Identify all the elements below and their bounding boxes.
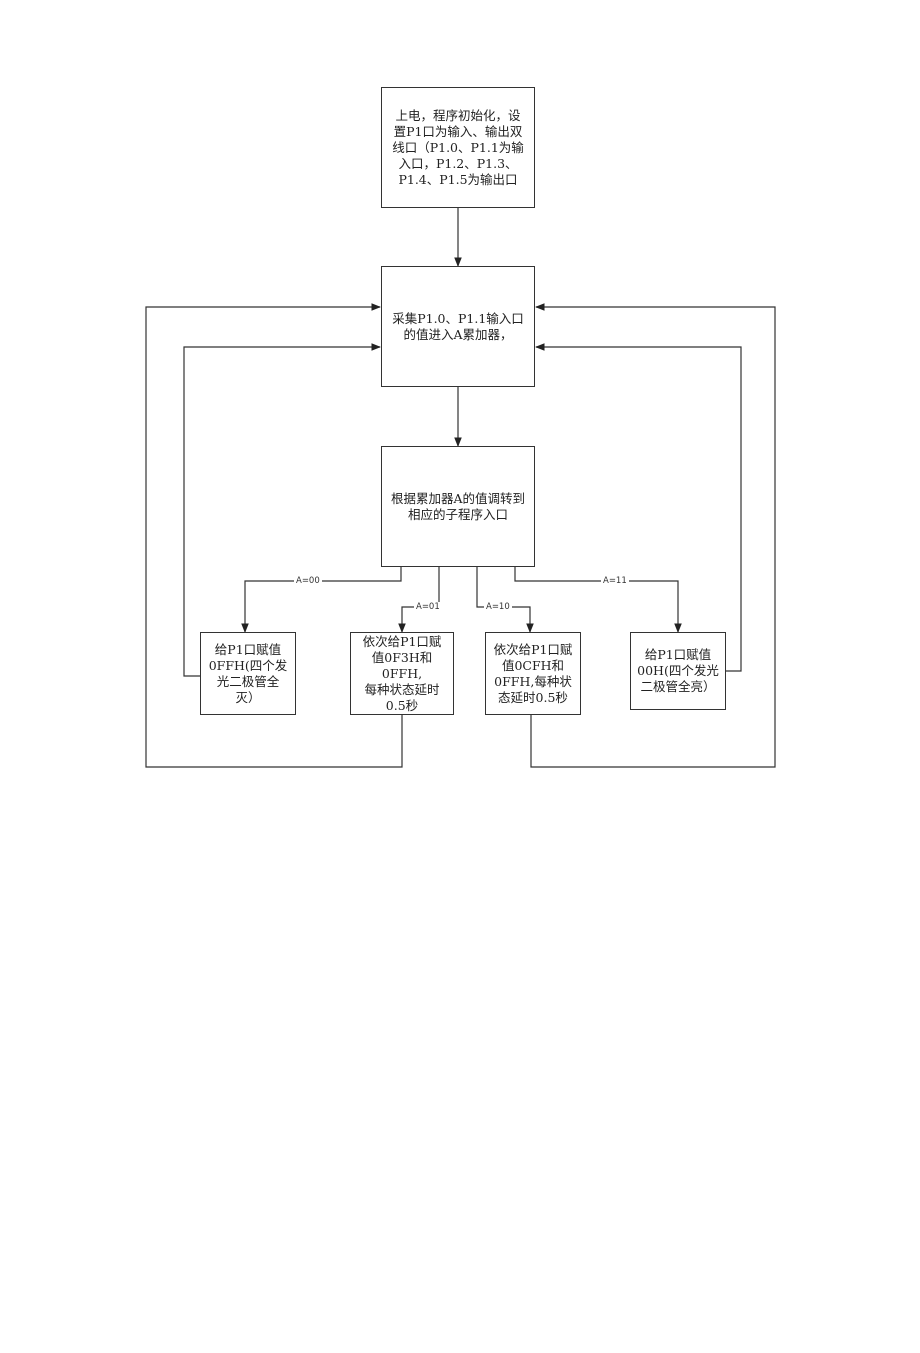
edge-label-a01: A=01 bbox=[414, 602, 442, 612]
edge-dispatch-to-sub01 bbox=[398, 567, 440, 633]
edge-sub01-loop bbox=[145, 303, 403, 768]
edge-dispatch-to-sub11 bbox=[514, 567, 682, 633]
edge-dispatch-to-sub10 bbox=[476, 567, 534, 633]
edge-sub11-loop bbox=[535, 343, 742, 672]
edge-sub00-loop bbox=[183, 343, 381, 677]
edge-sub10-loop bbox=[530, 303, 776, 768]
edge-label-a00: A=00 bbox=[294, 576, 322, 586]
node-dispatch: 根据累加器A的值调转到 相应的子程序入口 bbox=[381, 446, 535, 567]
node-sub-10: 依次给P1口赋 值0CFH和 0FFH,每种状 态延时0.5秒 bbox=[485, 632, 581, 715]
edge-label-a11: A=11 bbox=[601, 576, 629, 586]
node-sub-11: 给P1口赋值 00H(四个发光 二极管全亮） bbox=[630, 632, 726, 710]
node-sample-input: 采集P1.0、P1.1输入口 的值进入A累加器， bbox=[381, 266, 535, 387]
node-sub-01: 依次给P1口赋 值0F3H和0FFH, 每种状态延时 0.5秒 bbox=[350, 632, 454, 715]
node-init: 上电，程序初始化，设 置P1口为输入、输出双 线口（P1.0、P1.1为输 入口… bbox=[381, 87, 535, 208]
edge-label-a10: A=10 bbox=[484, 602, 512, 612]
node-sub-00: 给P1口赋值 0FFH(四个发 光二极管全 灭） bbox=[200, 632, 296, 715]
edge-dispatch-to-sub00 bbox=[241, 567, 402, 633]
